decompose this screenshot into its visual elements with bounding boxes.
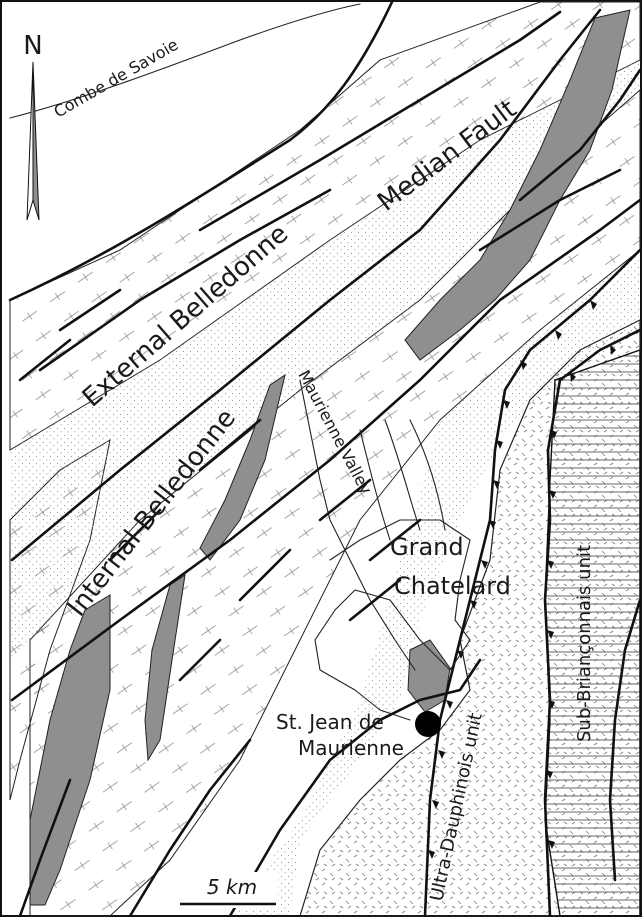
stippled-band-east <box>230 250 640 916</box>
st-jean-label-line2: Maurienne <box>298 736 404 760</box>
north-arrow-right-half <box>32 61 40 221</box>
scale-bar-label: 5 km <box>207 875 257 899</box>
maurienne-valley-outline <box>299 379 416 671</box>
grey-unit-southwest <box>29 594 111 906</box>
belledonne-fault-north <box>198 10 562 232</box>
sub-brianconnais-label: Sub-Briançonnais unit <box>574 545 595 742</box>
scale-bar <box>178 872 278 908</box>
grey-unit-south <box>144 573 186 762</box>
maurienne-boundary-fault <box>228 658 482 917</box>
grey-unit-northeast <box>404 9 631 361</box>
grey-unit-central <box>199 373 286 561</box>
sub-brianconnais-thrust <box>543 328 642 917</box>
minor-faults <box>18 288 422 682</box>
median-fault <box>10 8 602 562</box>
stippled-band-north <box>10 60 640 660</box>
sub-brianconnais-teeth <box>546 345 616 849</box>
northeast-splay <box>518 68 642 202</box>
st-jean-town-marker <box>415 711 441 737</box>
eastern-thrust <box>608 598 642 882</box>
st-jean-label-line1: St. Jean de <box>276 710 384 734</box>
scale-bar-bg <box>178 872 278 908</box>
east-splay <box>478 168 622 252</box>
southern-fault <box>128 738 252 917</box>
grand-label: Grand <box>390 533 464 561</box>
north-label: N <box>23 31 42 61</box>
grand-chatelard-outline <box>314 519 471 721</box>
valley-fold-lines <box>359 419 446 541</box>
ultra-dauphinois-thrust <box>423 248 642 917</box>
belledonne-fault-west <box>38 188 332 372</box>
chatelard-label: Chatelard <box>394 572 511 600</box>
southwest-fault <box>18 778 72 917</box>
internal-boundary-fault <box>10 198 642 702</box>
combe-de-savoie-inner <box>9 3 361 119</box>
north-arrow <box>26 61 40 221</box>
combe-de-savoie-border <box>8 0 394 302</box>
